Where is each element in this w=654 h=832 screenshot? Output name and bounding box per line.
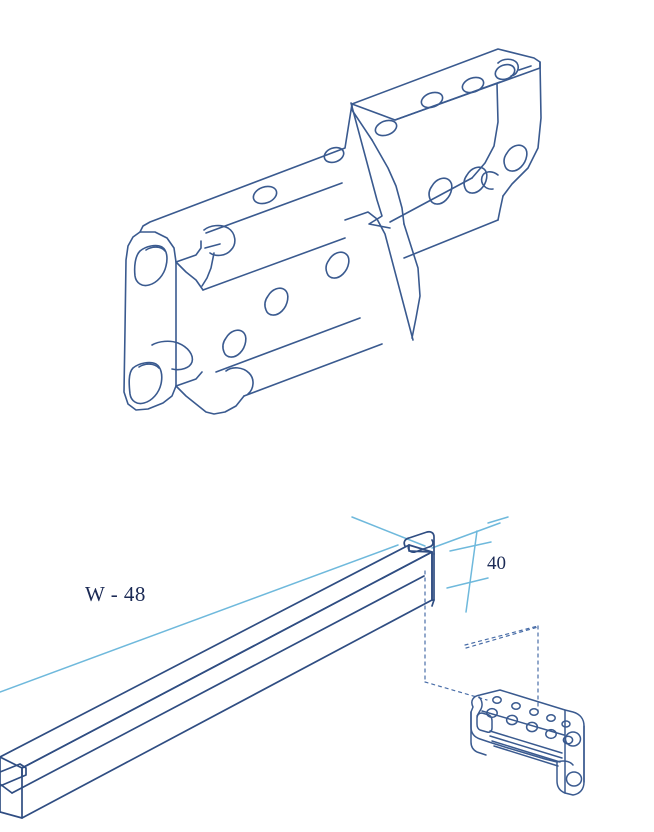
bracket-rib-line [489,730,563,754]
break-line-lower [344,211,414,341]
bracket-hole [505,714,519,726]
top-right-tick [518,65,532,71]
beam-right-lip-outer [403,530,435,555]
left-web-upper-border [202,237,346,291]
beam-left-segment [123,103,383,415]
bracket-outline [470,689,585,796]
slot-teardrop [264,287,289,316]
left-web-top-edge [175,261,204,291]
flange-notch-upper [203,224,236,257]
right-lower-notch [480,171,499,190]
bracket-square-hole [476,712,493,733]
bracket-rib-line [493,745,559,767]
web-notch-lower [225,367,254,395]
bracket-hole [545,728,557,740]
break-line-upper [350,102,391,229]
left-web-right-lower-edge [243,343,383,397]
left-end-plate-outline [123,231,177,411]
beam-right-segment [351,48,542,339]
tab-hole-lower [128,361,163,405]
box-beam [0,530,435,819]
length-dimension-leader-right [351,516,426,547]
left-web-lower-border [215,317,361,373]
bracket-leg-hole-lower [565,771,583,787]
tab-hole-lower-inner [138,363,160,369]
projection-line-bracket-top [465,626,539,649]
slot-oval [494,63,516,81]
break-line [344,102,414,341]
figure-bottom-box-beam-bracket [0,516,585,819]
right-web-lower-back [403,219,499,259]
flange-notch-upper-stem [201,252,215,287]
bracket-top-fold [476,696,483,717]
bracket-hole [511,702,521,710]
height-dimension-tick-top [449,541,492,552]
right-end-cap-inner [497,195,504,221]
beam-left-lip [0,763,27,787]
right-end-cap [502,61,542,197]
length-dimension-line [0,516,501,693]
slot-teardrop [503,144,528,172]
beam-right-lip-inner [407,539,434,553]
height-dimension-line [446,516,509,613]
plate-hook-clip [151,340,194,371]
bracket-hole [525,721,539,733]
left-end-plate-fold [175,240,202,263]
left-end-plate-fold-lower [175,371,203,387]
bracket-hole [492,696,502,704]
slot-teardrop [325,251,350,279]
flange-notch-upper-tail [204,243,221,249]
beam-bottom-edge [0,811,23,819]
left-top-flange-top [139,103,353,233]
slot-teardrop [222,329,247,358]
length-dimension-main [0,544,399,693]
projection-line-diagonal-upper [464,625,539,646]
slot-oval [252,185,278,205]
height-dimension-extension [487,516,509,524]
bracket-hole [561,720,571,728]
slot-teardrop [463,166,488,194]
height-dimension-tick-bottom [446,577,489,589]
bracket-hole [546,714,556,722]
length-dimension-leader-far [431,522,501,549]
right-flange-inner-edge [394,81,501,121]
slot-oval [420,91,444,109]
left-flange-inner-line [205,182,343,234]
bracket-hole [486,707,498,719]
height-dimension-label: 40 [487,553,506,574]
left-web-bottom-edge [175,385,245,415]
bracket-angled-inner-edge [481,710,565,736]
top-right-corner-notch [497,58,519,77]
angle-bracket [470,689,585,796]
bracket-hole [529,708,539,716]
bracket-rib-line [491,740,561,763]
bracket-left-plate [470,711,487,756]
tab-hole-upper-inner [145,246,166,252]
bracket-leg-step [556,760,574,766]
slot-oval [461,76,485,94]
right-web-bottom-edge [403,223,421,339]
slot-teardrop [428,177,453,205]
bracket-rib-line [489,735,563,759]
right-web-top-edge [371,139,405,225]
figure-top-perforated-beam [123,48,542,415]
height-dimension-axis [465,530,478,613]
projection-dotted-lines [424,570,539,713]
beam-front-band-line [11,575,425,794]
slot-oval [374,119,398,137]
tab-hole-upper [133,244,168,287]
length-dimension-label: W - 48 [85,582,146,606]
slot-oval [323,146,345,164]
